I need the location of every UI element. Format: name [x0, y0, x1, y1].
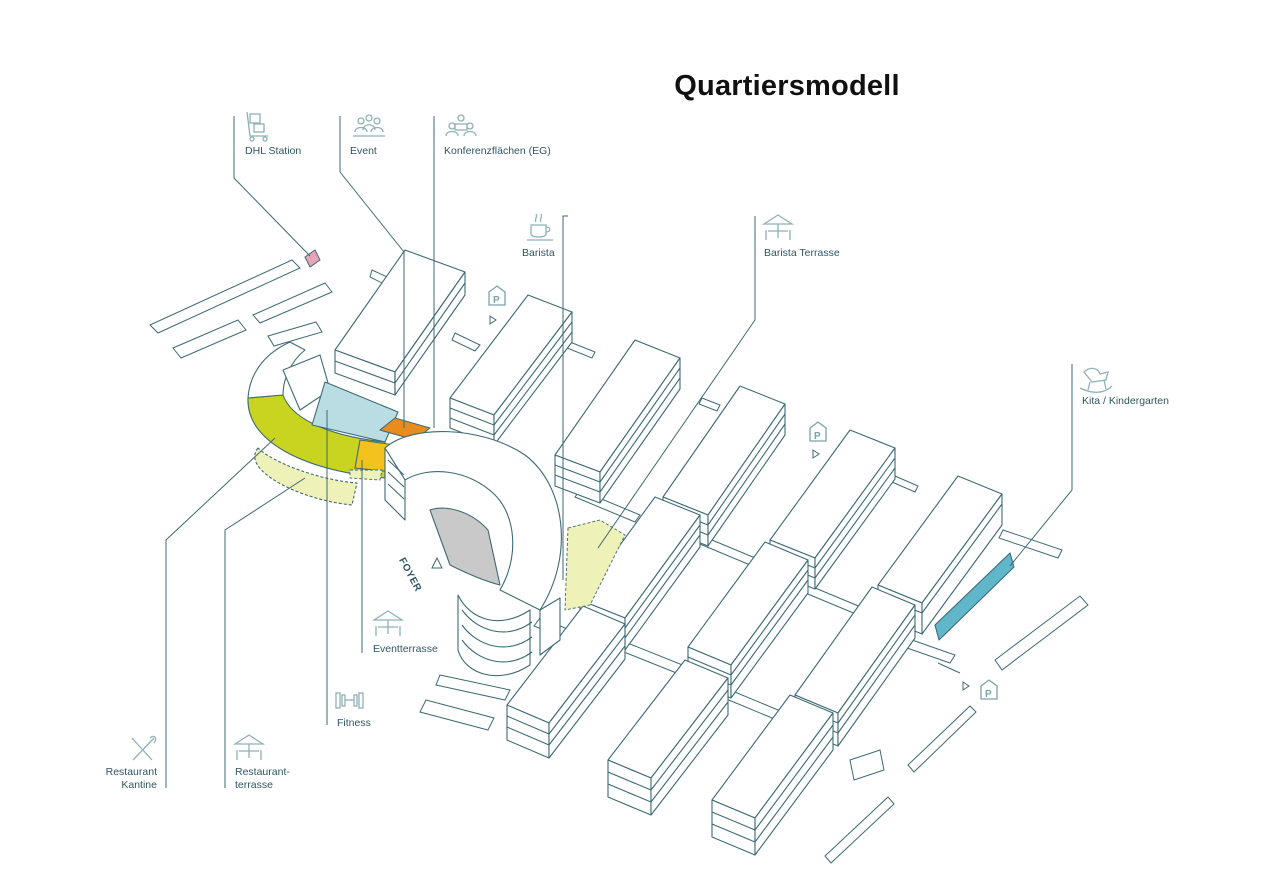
label-barista: Barista [522, 247, 555, 259]
dhl-station-box [304, 249, 321, 268]
parking-icon: P P P [488, 285, 998, 700]
svg-text:P: P [493, 295, 500, 306]
parking-stripes [149, 259, 1089, 864]
page-title: Quartiersmodell [674, 70, 900, 102]
label-kita: Kita / Kindergarten [1082, 395, 1169, 407]
label-restaurant-kantine: Restaurant Kantine [88, 766, 157, 792]
central-round-building [384, 430, 562, 677]
terrace-umbrella-icon [232, 734, 266, 760]
label-restaurantterrasse-line1: Restaurant- [235, 766, 290, 778]
terrace-umbrella-icon [371, 610, 405, 636]
foyer-arrow-icon [431, 556, 443, 569]
label-fitness: Fitness [337, 717, 371, 729]
label-restaurantterrasse: Restaurant- terrasse [235, 766, 290, 792]
svg-text:P: P [814, 431, 821, 442]
label-restaurantterrasse-line2: terrasse [235, 779, 273, 791]
leader-lines [165, 116, 1073, 788]
direction-arrows [489, 315, 970, 691]
label-konferenzflaechen: Konferenzflächen (EG) [444, 145, 551, 157]
terraces [349, 469, 626, 611]
buildings [334, 249, 1015, 856]
label-restaurant-line1: Restaurant [105, 766, 157, 778]
dumbbell-icon [335, 692, 364, 709]
conference-icon [445, 114, 477, 137]
cutlery-icon [131, 735, 157, 761]
label-restaurant-line2: Kantine [121, 779, 157, 791]
label-dhl-station: DHL Station [245, 145, 302, 157]
parcel-trolley-icon [246, 111, 268, 142]
coffee-cup-icon [527, 213, 553, 241]
svg-text:P: P [985, 689, 992, 700]
rocking-horse-icon [1079, 367, 1113, 393]
label-eventterrasse: Eventterrasse [373, 643, 438, 655]
label-barista-terrasse: Barista Terrasse [764, 247, 840, 259]
audience-icon [353, 114, 385, 137]
label-event: Event [350, 145, 377, 157]
terrace-umbrella-icon [761, 214, 795, 240]
